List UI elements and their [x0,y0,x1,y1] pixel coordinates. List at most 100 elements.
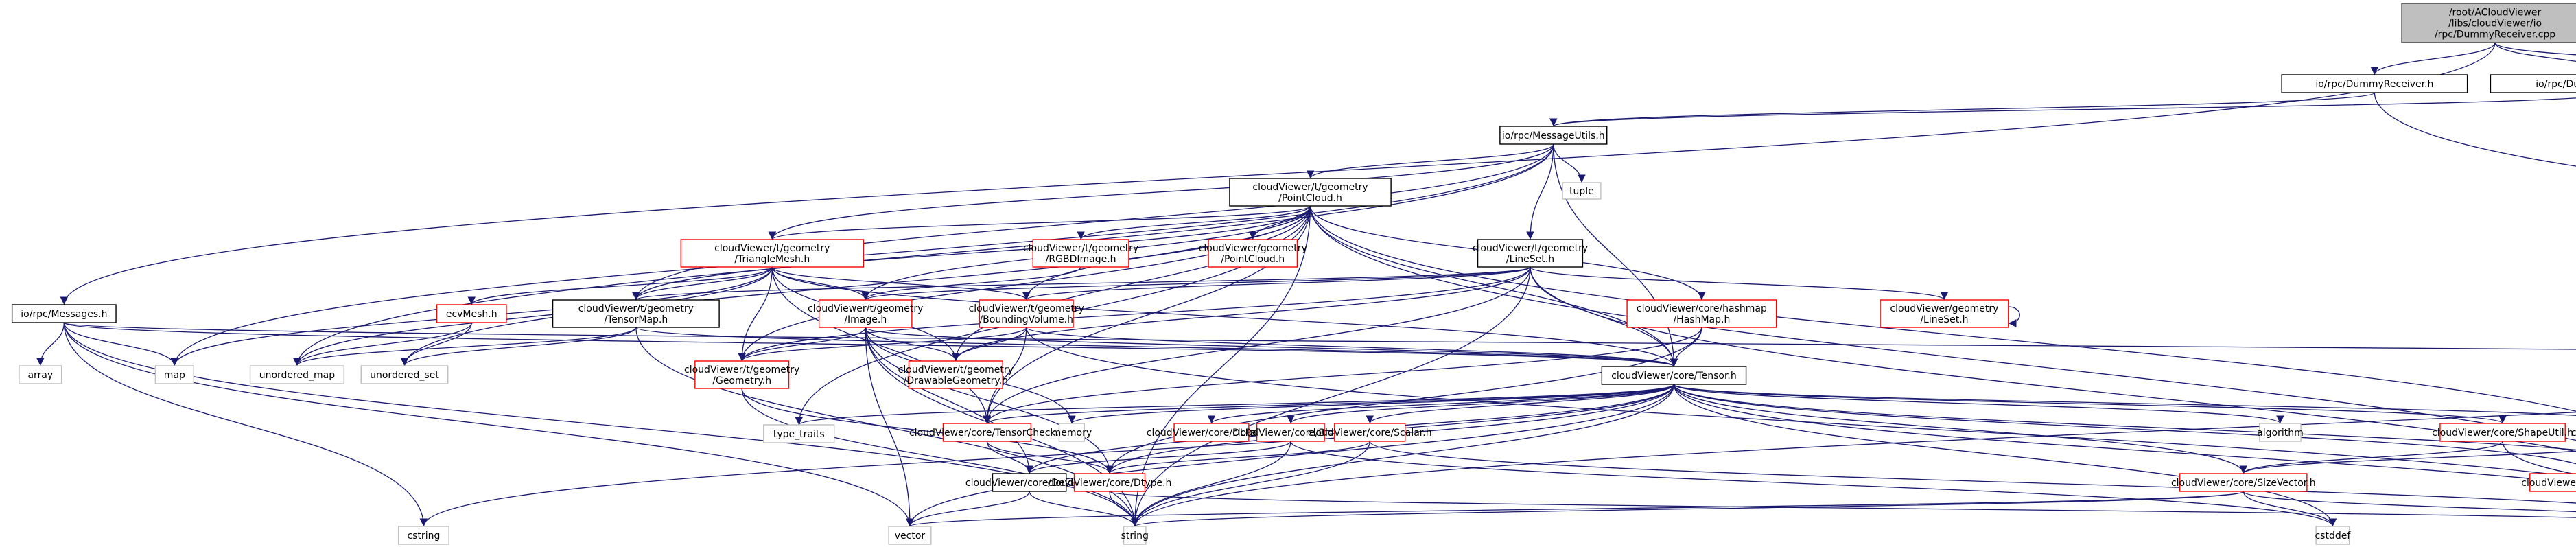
graph-node-dlpack[interactable]: cloudViewer/core/DLPack.h [1147,423,1276,442]
graph-node-boundingvolume[interactable]: cloudViewer/t/geometry/BoundingVolume.h [969,299,1084,328]
node-box [1499,126,1608,145]
graph-node-tensorinit[interactable]: cloudViewer/core/TensorInit.h [2571,423,2576,441]
node-label: cloudViewer/t/geometry [578,303,694,314]
include-edge-dummymsgproc-to-messageutils [1549,97,2576,127]
include-edge-tlineset-to-geometry [738,266,1531,362]
graph-node-tensorkey[interactable]: cloudViewer/core/TensorKey.h [2521,473,2576,492]
node-label: /RGBDImage.h [1046,254,1116,265]
graph-node-image[interactable]: cloudViewer/t/geometry/Image.h [808,299,923,328]
graph-node-dummymsgproc[interactable]: io/rpc/DummyMessageProcessor.h [2490,74,2576,93]
node-box [1058,423,1085,442]
include-edge-tlineset-to-tensormap [632,266,1531,301]
node-label: cloudViewer/core/hashmap [1637,303,1767,314]
include-edge-tlineset-to-string [1130,266,1531,527]
graph-node-gpointcloud[interactable]: cloudViewer/geometry/PointCloud.h [1199,239,1307,268]
include-edge-image-to-tensor [865,327,1678,367]
node-label: /Geometry.h [712,375,771,386]
graph-node-root[interactable]: /root/ACloudViewer/libs/cloudViewer/io/r… [2401,3,2576,43]
graph-node-tensorcheck[interactable]: cloudViewer/core/TensorCheck.h [909,423,1065,442]
node-box [1477,239,1584,268]
include-edge-tensor-to-tensorkey [1673,384,2576,465]
include-edge-tensor-to-tensorcheck [983,384,1675,424]
node-box [11,304,117,323]
include-edge-root-to-messages [60,42,2496,305]
graph-node-messages[interactable]: io/rpc/Messages.h [11,304,117,323]
node-label: cloudViewer/t/geometry [898,364,1014,375]
include-edge-image-to-geometry [738,327,866,362]
graph-node-messageutils[interactable]: io/rpc/MessageUtils.h [1499,126,1608,145]
node-label: io/rpc/DummyReceiver.h [2315,79,2433,90]
graph-node-array: array [19,365,62,384]
include-edge-device-to-string [1029,491,1139,527]
graph-node-device[interactable]: cloudViewer/core/Device.h [965,473,1093,492]
include-edge-messageutils-to-unordered_map [293,143,1554,366]
include-edge-tensor-to-cstddef [1673,384,2337,527]
graph-node-dummyreceiver[interactable]: io/rpc/DummyReceiver.h [2281,74,2468,93]
include-edge-messages-to-vector [63,322,914,527]
graph-node-glineset[interactable]: cloudViewer/geometry/LineSet.h [1880,299,2009,328]
graph-node-trianglemesh[interactable]: cloudViewer/t/geometry/TriangleMesh.h [680,239,865,268]
node-box [397,526,449,545]
node-label: cloudViewer/core/TensorCheck.h [909,428,1065,439]
graph-node-rgbdimage[interactable]: cloudViewer/t/geometry/RGBDImage.h [1023,239,1138,268]
graph-node-geometry[interactable]: cloudViewer/t/geometry/Geometry.h [684,360,799,389]
node-label: cloudViewer/t/geometry [969,303,1084,314]
graph-node-scalar[interactable]: cloudViewer/core/Scalar.h [1308,423,1432,442]
node-label: string [1121,531,1149,542]
node-box [1601,366,1747,385]
include-edge-scalar-to-string [1130,441,1370,527]
include-edge-dtype-to-logging [1109,491,2576,518]
node-label: cstddef [2315,531,2351,542]
node-label: /Image.h [844,314,887,325]
include-edge-trianglemesh-to-geometry [738,266,773,362]
node-label: cloudViewer/core/ShapeUtil.h [2432,428,2573,439]
include-edge-messages-to-string [63,322,1139,527]
node-label: cloudViewer/core/Scalar.h [1308,428,1432,439]
include-edge-geometry-to-dtype [741,388,1114,474]
node-box [1562,182,1602,200]
node-label: cloudViewer/t/geometry [1023,243,1138,254]
include-edge-messages-to-array [36,322,65,366]
node-label: unordered_map [259,370,335,381]
include-edge-tensormap-to-tensor [635,327,1678,367]
include-edge-shapeutil-to-sizevector [2239,441,2503,474]
include-edge-trianglemesh-to-image [771,266,870,301]
node-box [2401,3,2576,43]
node-label: cloudViewer/core/SizeVector.h [2171,478,2316,489]
include-edge-device-to-vector [906,491,1030,527]
include-edge-tpointcloud-to-initializer_list [1309,205,2576,412]
node-box [1334,423,1406,442]
include-edge-tensor-to-string [1130,384,1675,527]
node-box [1229,178,1392,207]
include-edge-dummyreceiver-to-zmqreceiver [2374,92,2576,167]
node-label: io/rpc/Messages.h [21,309,107,320]
node-label: cloudViewer/geometry [1890,303,1998,314]
include-edge-boundingvolume-to-logging [1026,327,2576,478]
graph-node-tensormap[interactable]: cloudViewer/t/geometry/TensorMap.h [552,299,720,328]
graph-node-string: string [1121,526,1149,545]
include-edge-messageutils-to-tlineset [1526,143,1554,240]
graph-node-tlineset[interactable]: cloudViewer/t/geometry/LineSet.h [1473,239,1588,268]
graph-node-type_traits: type_traits [763,424,835,443]
node-label: /BoundingVolume.h [979,314,1073,325]
graph-node-tensor[interactable]: cloudViewer/core/Tensor.h [1601,366,1747,385]
edges-layer [36,42,2576,527]
graph-node-blob[interactable]: cloudViewer/core/Blob.h [1232,423,1349,442]
graph-node-tpointcloud[interactable]: cloudViewer/t/geometry/PointCloud.h [1229,178,1392,207]
graph-node-shapeutil[interactable]: cloudViewer/core/ShapeUtil.h [2432,423,2573,442]
graph-node-hashmap[interactable]: cloudViewer/core/hashmap/HashMap.h [1626,299,1777,328]
graph-node-dtype[interactable]: cloudViewer/core/Dtype.h [1048,473,1172,492]
node-box [1073,473,1146,492]
include-edge-tlineset-to-tensorcheck [983,266,1531,424]
graph-node-ecvmesh[interactable]: ecvMesh.h [436,304,507,323]
node-label: /PointCloud.h [1278,193,1342,204]
node-label: type_traits [773,429,825,440]
node-box [19,365,62,384]
include-edge-trianglemesh-to-boundingvolume [771,266,1031,301]
include-edge-tensorcheck-to-dtype [986,441,1114,474]
graph-node-memory: memory [1052,423,1092,442]
graph-node-sizevector[interactable]: cloudViewer/core/SizeVector.h [2171,473,2316,492]
include-edge-sizevector-to-logging [2243,491,2576,513]
graph-node-drawable[interactable]: cloudViewer/t/geometry/DrawableGeometry.… [898,360,1014,389]
include-edge-tensormap-to-unordered_map [293,327,637,366]
